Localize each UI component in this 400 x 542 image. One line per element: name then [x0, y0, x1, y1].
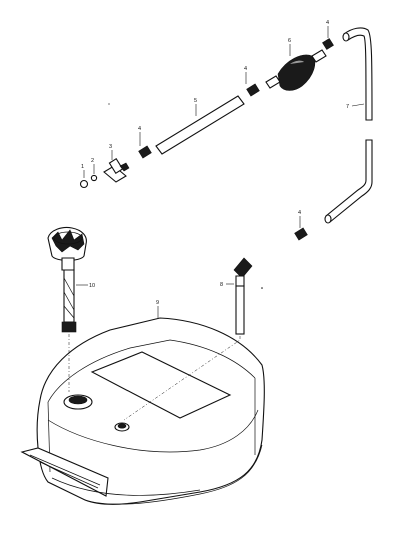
- fuel-gauge: [47, 226, 88, 392]
- label-part-9: 9: [156, 300, 159, 306]
- label-part-8: 8: [220, 282, 223, 288]
- label-part-7: 7: [346, 104, 349, 110]
- o-ring-part-1: [79, 179, 89, 189]
- fuel-line-assembly: [79, 26, 373, 421]
- label-part-3: 3: [109, 144, 112, 150]
- part-labels: 1 2 3 4 4 4 4 5 6 7 8 9 10: [81, 20, 349, 306]
- label-part-6: 6: [288, 38, 291, 44]
- label-part-10: 10: [89, 283, 95, 289]
- hose-clamp-part-4: [138, 38, 334, 241]
- label-part-5: 5: [194, 98, 197, 104]
- fuel-tank: [20, 317, 265, 505]
- fuel-pickup-part-8: [123, 257, 253, 421]
- connector-part-3: [103, 158, 130, 183]
- label-part-2: 2: [91, 158, 94, 164]
- label-part-4d: 4: [298, 210, 301, 216]
- primer-bulb-part-6: [265, 49, 327, 91]
- label-part-4b: 4: [244, 66, 247, 72]
- washer-part-2: [90, 174, 98, 182]
- fuel-hose-part-5: [155, 95, 245, 155]
- fuel-hose-lower: [325, 139, 373, 223]
- label-part-4c: 4: [326, 20, 329, 26]
- label-part-1: 1: [81, 164, 84, 170]
- label-part-4a: 4: [138, 126, 141, 132]
